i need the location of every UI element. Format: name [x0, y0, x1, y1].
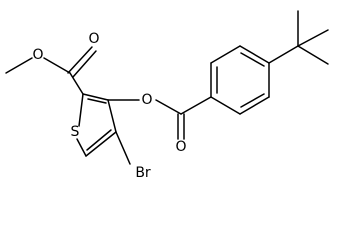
bond-thiophene-c2-s [78, 93, 84, 127]
atom-label-phenolic-ester-oxygen: O [141, 92, 152, 108]
bond-ester-carbonyl-double-a [67, 46, 93, 74]
atom-label-benzoyl-carbonyl-oxygen: O [175, 139, 186, 155]
bond-methoxy-oxygen-carbonyl-carbon [43, 57, 71, 74]
bond-ester-carbonyl-double-b [72, 50, 97, 78]
bond-benzene-2-3 [210, 45, 241, 64]
chemical-structure-diagram: O O S O O Br [5, 10, 329, 181]
bond-ester-carbon-ring [69, 72, 84, 95]
bond-thiophene-c4-c5-inner [86, 129, 112, 151]
bond-tbutyl-methyl-bottom [297, 45, 329, 65]
bonds [5, 10, 329, 165]
bond-thiophene-c2-c3-outer [82, 93, 109, 101]
bond-thiophene-c4-c5-outer [85, 131, 117, 157]
atom-label-bromine: Br [135, 165, 151, 181]
bond-tbutyl-methyl-right [297, 29, 329, 47]
bond-benzene-3-4 [239, 45, 270, 64]
bond-benzoyl-carbon-ring [180, 96, 212, 115]
bond-benzene-5-6 [239, 96, 270, 115]
bond-benzene-5-6-inner [240, 93, 265, 108]
atom-label-methoxy-oxygen: O [32, 47, 43, 63]
bond-methyl-oxygen [5, 57, 33, 74]
bond-benzene-3-4-inner [240, 52, 265, 67]
bond-ring-quaternary-carbon [268, 45, 299, 64]
bond-thiophene-c5-s [76, 138, 87, 157]
atom-label-sulfur: S [71, 124, 80, 140]
bond-benzene-6-1 [210, 96, 241, 115]
bond-thiophene-c2-c3-inner [87, 98, 107, 104]
bond-c4-bromine [115, 131, 131, 165]
bond-thiophene-c3-c4 [107, 99, 117, 133]
atom-label-ester-carbonyl-oxygen: O [88, 31, 99, 47]
bond-oxygen-benzoyl-carbon [155, 99, 182, 115]
atom-labels: O O S O O Br [32, 31, 186, 181]
